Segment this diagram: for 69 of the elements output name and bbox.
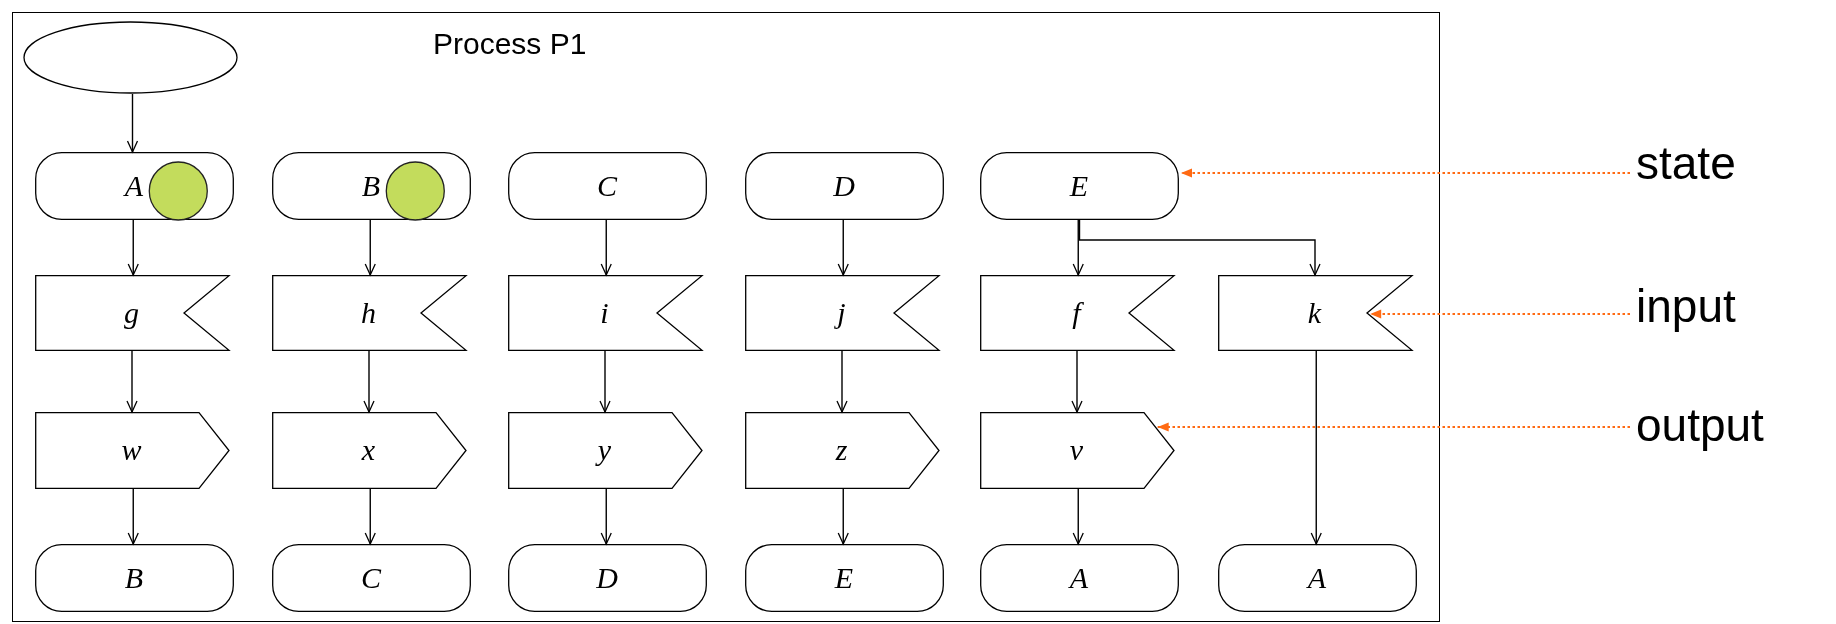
state-box [1217,543,1417,612]
state-box [271,151,471,220]
arrow [837,219,849,276]
arrow [363,350,375,413]
node-label: h [361,297,376,328]
state-box [271,543,471,612]
node-label: A [1307,562,1327,593]
arrow [837,488,849,545]
input-signal-shape [979,274,1174,351]
input-signal-shape [1217,274,1412,351]
input-signal-shape [271,274,466,351]
arrow [599,350,611,413]
arrow [836,350,848,413]
start-ellipse [22,20,238,94]
arrow [600,488,612,545]
input-signal-shape [744,274,939,351]
output-signal-shape [34,411,229,489]
leader-line [1156,422,1631,432]
arrow [1078,219,1321,276]
annotation-label: input [1636,283,1786,339]
state-box [979,151,1179,220]
process-frame [12,12,1440,622]
input-signal-shape [507,274,702,351]
state-box [34,543,234,612]
output-signal-shape [744,411,939,489]
leader-line [1369,309,1631,319]
node-label: w [121,435,142,465]
node-label: A [124,170,144,201]
node-label: i [600,297,609,328]
output-signal-shape [271,411,466,489]
output-signal-shape [979,411,1174,489]
leader-line [1180,168,1631,178]
node-label: C [597,170,617,201]
node-label: k [1307,297,1322,328]
arrow [1072,488,1084,545]
node-label: y [597,435,612,465]
process-title: Process P1 [433,27,587,61]
node-label: A [1069,562,1089,593]
state-box [979,543,1179,612]
state-box [507,543,707,612]
node-label: D [596,562,618,593]
node-label: z [835,435,848,465]
node-label: B [124,562,144,593]
node-label: E [834,562,854,593]
node-label: g [124,297,139,328]
node-label: E [1069,170,1089,201]
state-box [507,151,707,220]
input-signal-shape [34,274,229,351]
arrow [600,219,612,276]
arrow [127,488,139,545]
arrow [1310,350,1322,545]
arrow [127,219,139,276]
arrow [126,350,138,413]
node-label: B [361,170,381,201]
node-label: C [361,562,381,593]
arrow [1071,350,1083,413]
arrow [1072,219,1084,276]
state-box [744,151,944,220]
arrow [126,93,139,153]
state-box [744,543,944,612]
node-label: v [1069,435,1084,465]
output-signal-shape [507,411,702,489]
arrow [364,219,376,276]
annotation-label: output [1636,402,1816,458]
node-label: D [833,170,855,201]
annotation-label: state [1636,140,1786,190]
arrow [364,488,376,545]
state-box [34,151,234,220]
node-label: x [361,435,376,465]
